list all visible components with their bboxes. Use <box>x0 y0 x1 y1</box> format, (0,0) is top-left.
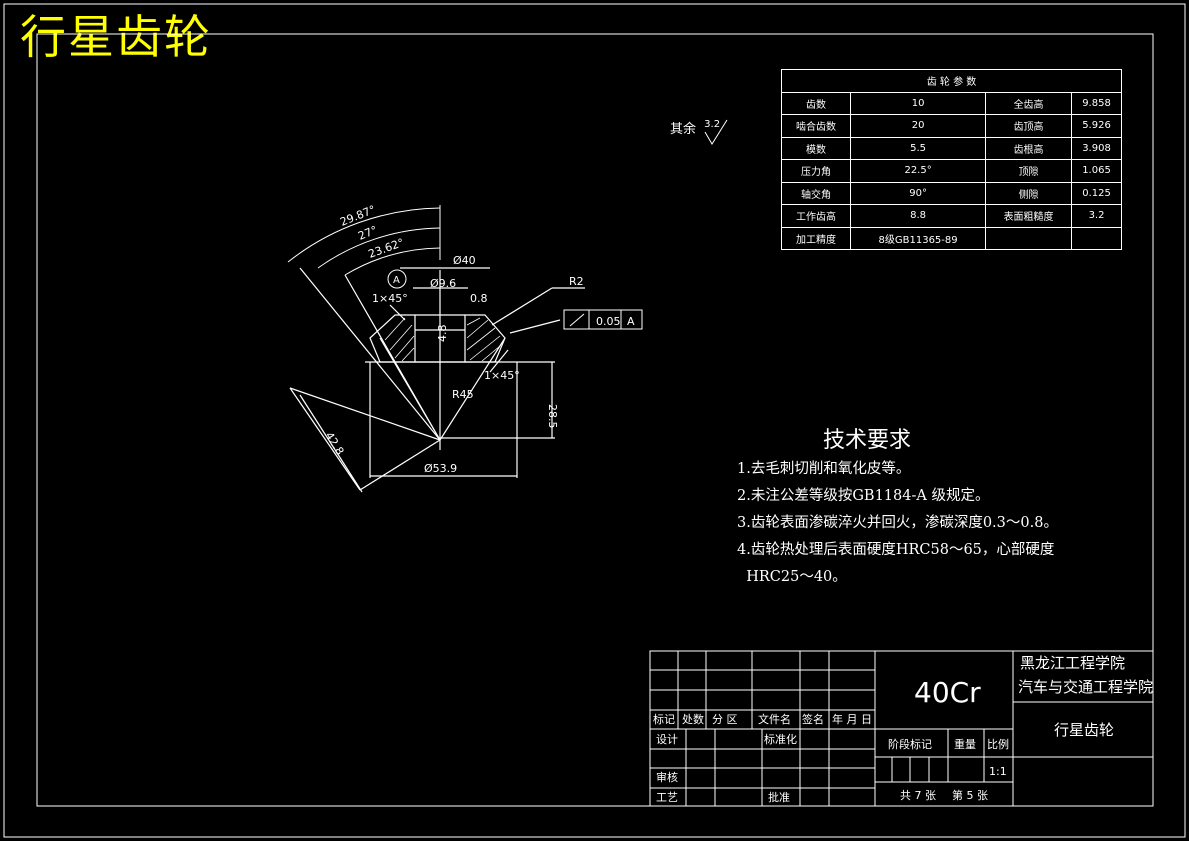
rev-h-2: 分 区 <box>712 713 738 726</box>
list-item: 3.齿轮表面渗碳淬火并回火，渗碳深度0.3～0.8。 <box>737 515 1058 531</box>
tb-scale: 1:1 <box>989 765 1007 778</box>
rev-h-0: 标记 <box>653 712 675 726</box>
param-cell <box>1071 226 1122 250</box>
param-cell: 啮合齿数 <box>780 114 852 138</box>
param-cell: 模数 <box>780 136 852 160</box>
dim-r45: R45 <box>452 388 474 401</box>
param-cell: 5.926 <box>1071 114 1122 138</box>
gear-param-table: 齿 轮 参 数 齿数 10 全齿高 9.858 啮合齿数 20 齿顶高 5.92… <box>780 69 1122 250</box>
param-cell: 3.908 <box>1071 136 1122 160</box>
drawing-title: 行星齿轮 <box>20 10 212 64</box>
tb-school-1: 黑龙江工程学院 <box>1020 654 1125 672</box>
tech-req-list: 1.去毛刺切削和氧化皮等。 2.未注公差等级按GB1184-A 级规定。 3.齿… <box>737 456 1058 591</box>
datum-circle <box>387 269 407 289</box>
param-cell: 20 <box>850 114 987 138</box>
outer-frame <box>3 3 1186 838</box>
table-row: 模数 5.5 齿根高 3.908 <box>780 136 1122 160</box>
tb-review: 审核 <box>656 770 678 784</box>
table-row: 啮合齿数 20 齿顶高 5.926 <box>780 114 1122 138</box>
gear-section <box>289 267 585 493</box>
dim-d48: 4.8 <box>436 325 449 343</box>
tb-part-name: 行星齿轮 <box>1054 721 1114 739</box>
param-cell: 侧隙 <box>985 181 1073 205</box>
dim-d40: Ø40 <box>453 254 476 267</box>
title-block-grid <box>649 650 1154 807</box>
param-cell: 3.2 <box>1071 204 1122 228</box>
dim-r2: R2 <box>569 275 584 288</box>
tb-scale-label: 比例 <box>987 737 1009 751</box>
param-cell: 0.125 <box>1071 181 1122 205</box>
dimension-labels: 29.87° 27° 23.62° Ø40 Ø9.6 0.8 R2 1×45° … <box>322 203 635 475</box>
dim-l428: 42.8 <box>322 430 346 458</box>
param-cell <box>985 226 1073 250</box>
tb-process: 工艺 <box>656 791 678 804</box>
surface-note-value: 3.2 <box>704 119 721 130</box>
param-cell: 9.858 <box>1071 91 1122 115</box>
dim-chamfer-2: 1×45° <box>484 369 520 382</box>
tb-material: 40Cr <box>914 676 981 709</box>
roughness-symbol <box>704 119 728 145</box>
inner-frame <box>36 33 1154 807</box>
table-row: 工作齿高 8.8 表面粗糙度 3.2 <box>780 204 1122 228</box>
param-cell: 顶隙 <box>985 159 1073 183</box>
param-header: 齿 轮 参 数 <box>781 69 1122 93</box>
tb-weight: 重量 <box>954 737 976 751</box>
param-cell: 8.8 <box>850 204 987 228</box>
param-cell: 加工精度 <box>780 226 852 250</box>
tb-sheet-no: 第 5 张 <box>952 788 988 802</box>
param-cell: 8级GB11365-89 <box>850 226 987 250</box>
param-cell: 轴交角 <box>780 181 852 205</box>
param-cell: 表面粗糙度 <box>985 204 1073 228</box>
rev-h-5: 年 月 日 <box>832 712 872 726</box>
rev-h-1: 处数 <box>682 713 704 726</box>
datum-label: A <box>393 275 400 286</box>
rev-h-3: 文件名 <box>758 712 791 726</box>
param-cell: 90° <box>850 181 987 205</box>
dim-d539: Ø53.9 <box>424 462 457 475</box>
dim-c08: 0.8 <box>470 292 488 305</box>
tb-approve: 批准 <box>768 790 790 804</box>
dim-angle-2: 27° <box>356 223 379 242</box>
param-cell: 齿根高 <box>985 136 1073 160</box>
list-item: HRC25～40。 <box>737 569 847 585</box>
list-item: 4.齿轮热处理后表面硬度HRC58～65，心部硬度 <box>737 542 1055 558</box>
dim-chamfer-1: 1×45° <box>372 292 408 305</box>
param-cell: 压力角 <box>780 159 852 183</box>
table-row: 压力角 22.5° 顶隙 1.065 <box>780 159 1122 183</box>
gdt-datum: A <box>627 315 635 328</box>
surface-note-label: 其余 <box>670 122 697 137</box>
param-cell: 22.5° <box>850 159 987 183</box>
table-row: 齿数 10 全齿高 9.858 <box>780 91 1122 115</box>
param-cell: 工作齿高 <box>780 204 852 228</box>
tb-design: 设计 <box>656 733 678 746</box>
title-block-text: 标记 处数 分 区 文件名 签名 年 月 日 设计 标准化 阶段标记 重量 比例… <box>653 654 1153 804</box>
rev-h-4: 签名 <box>802 712 824 726</box>
param-cell: 齿顶高 <box>985 114 1073 138</box>
param-cell: 5.5 <box>850 136 987 160</box>
table-row: 轴交角 90° 侧隙 0.125 <box>780 181 1122 205</box>
table-row: 加工精度 8级GB11365-89 <box>780 226 1122 250</box>
surface-note: 其余 3.2 <box>670 118 720 137</box>
gdt-frame <box>563 309 643 330</box>
param-cell: 10 <box>850 91 987 115</box>
angle-dimension-arcs <box>287 205 441 276</box>
tb-sheets: 共 7 张 <box>900 789 936 802</box>
tb-school-2: 汽车与交通工程学院 <box>1018 678 1153 696</box>
param-cell: 齿数 <box>780 91 852 115</box>
tb-standardize: 标准化 <box>764 732 797 746</box>
param-cell: 全齿高 <box>985 91 1073 115</box>
dim-l285: 28.5 <box>546 404 559 429</box>
param-cell: 1.065 <box>1071 159 1122 183</box>
dim-d96: Ø9.6 <box>430 277 456 290</box>
tech-req-title: 技术要求 <box>823 428 912 453</box>
list-item: 2.未注公差等级按GB1184-A 级规定。 <box>737 488 990 504</box>
section-hatching <box>384 317 501 362</box>
list-item: 1.去毛刺切削和氧化皮等。 <box>737 461 911 477</box>
tb-stage-mark: 阶段标记 <box>888 737 932 751</box>
gdt-value: 0.05 <box>596 315 621 328</box>
